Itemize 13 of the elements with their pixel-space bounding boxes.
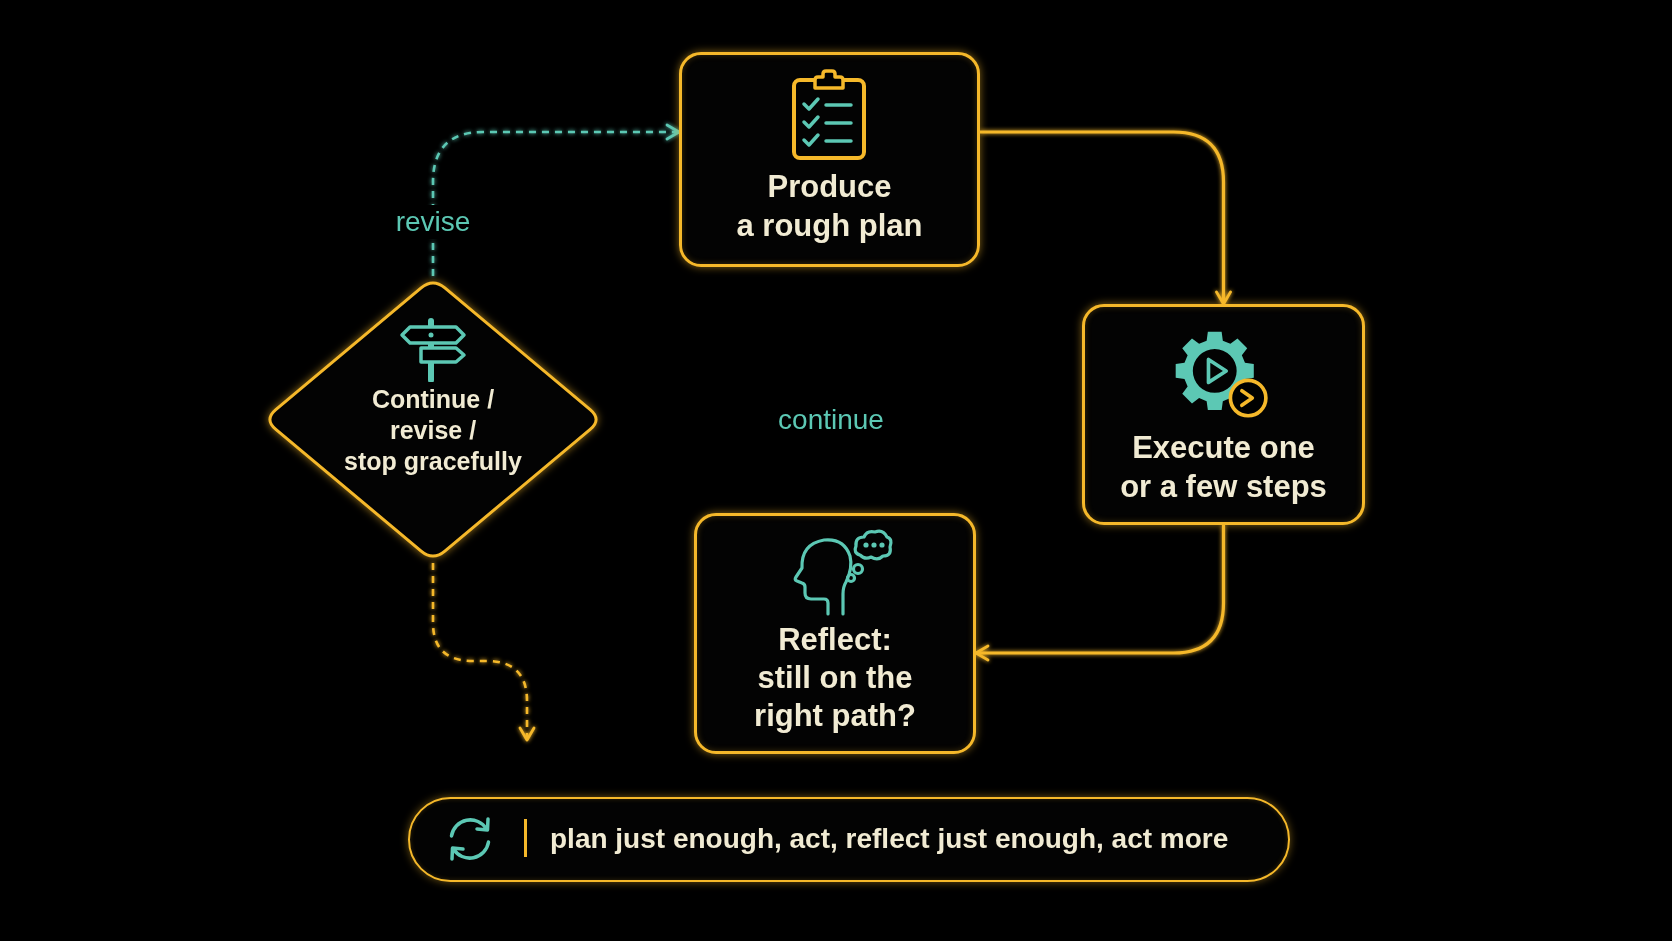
process-box [679,52,980,267]
decision-label: Continue / revise / stop gracefully [344,384,522,477]
process-box [1082,304,1365,525]
process-box [694,513,976,754]
step-label: Produce a rough plan [736,168,923,245]
dashed-arrow [431,563,536,742]
arrow [980,130,1232,306]
arrow [974,525,1226,662]
dashed-arrow [431,123,681,276]
summary-banner [408,797,1290,882]
step-label: Reflect: still on the right path? [754,621,916,735]
summary-text: plan just enough, act, reflect just enough, act more [550,823,1229,855]
step-label: Execute one or a few steps [1120,429,1327,506]
